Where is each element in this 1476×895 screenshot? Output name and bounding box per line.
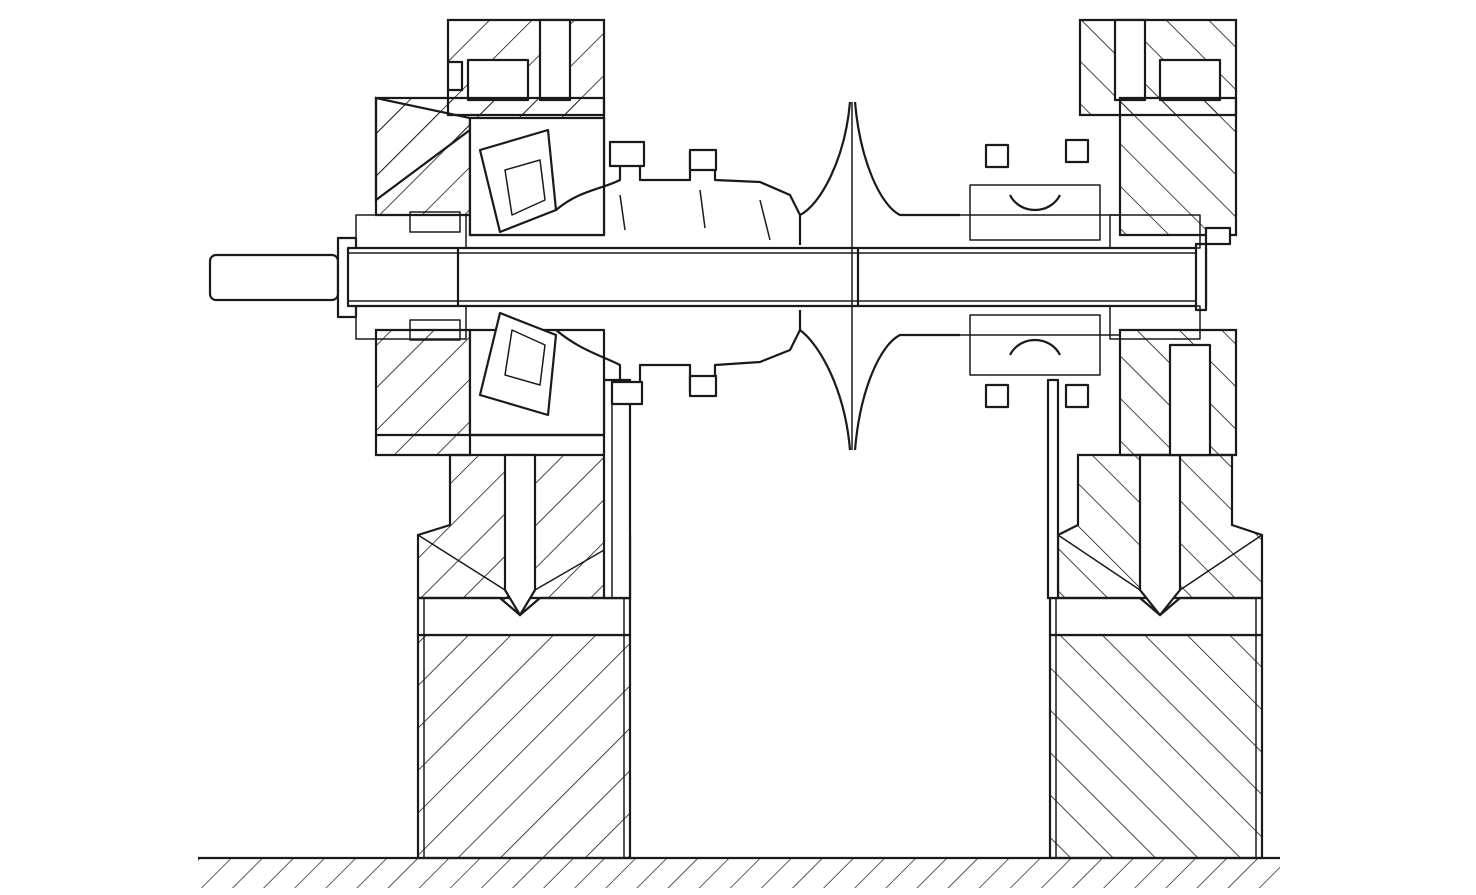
- right-pedestal: [1048, 596, 1264, 860]
- rotor-profile-upper: [555, 101, 960, 450]
- right-bearing-housing: [1118, 96, 1238, 457]
- right-lower-support: [1056, 453, 1264, 617]
- right-columns: [1046, 378, 1060, 600]
- turbine-stages: [960, 138, 1120, 409]
- left-lower-support: [416, 453, 632, 617]
- bearing-details: [355, 211, 1201, 341]
- left-columns: [602, 378, 632, 600]
- right-top-bracket: [1078, 18, 1238, 117]
- shaft: [208, 226, 1232, 319]
- ground: [198, 856, 1280, 888]
- rotor-profile-lower: [555, 310, 960, 451]
- left-top-bracket: [446, 18, 606, 117]
- impeller-blades: [478, 128, 558, 417]
- left-pedestal: [416, 596, 632, 860]
